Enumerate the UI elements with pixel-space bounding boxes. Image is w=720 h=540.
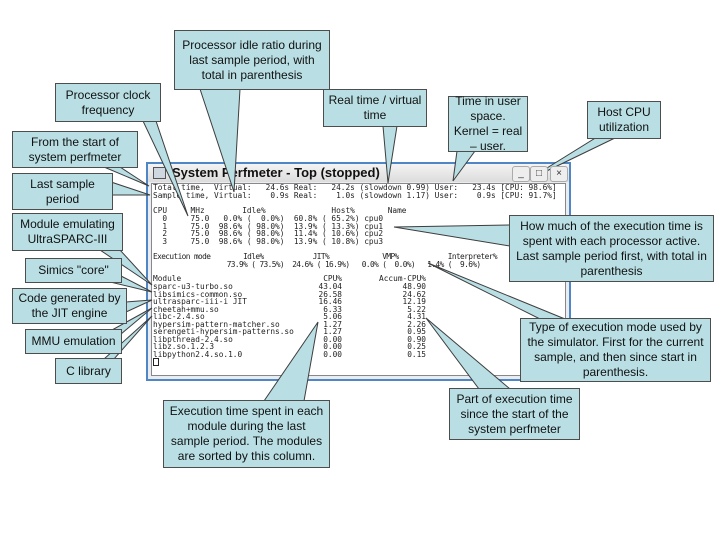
pointer-accum-time bbox=[425, 317, 512, 390]
pointer-user-time bbox=[452, 150, 476, 182]
module-cpu-percent: 0.00 bbox=[323, 342, 342, 351]
module-cpu-percent: 16.46 bbox=[318, 297, 342, 306]
callout-jit-code: Code generated by the JIT engine bbox=[12, 288, 127, 324]
maximize-button[interactable]: □ bbox=[530, 166, 548, 182]
minimize-button[interactable]: _ bbox=[512, 166, 530, 182]
callout-clock: Processor clock frequency bbox=[55, 83, 161, 122]
module-accum-cpu-percent: 2.26 bbox=[407, 319, 426, 329]
callout-from-start: From the start of system perfmeter bbox=[12, 131, 138, 168]
callout-last-sample: Last sample period bbox=[12, 173, 113, 210]
module-accum-cpu-percent: 48.90 bbox=[402, 282, 426, 291]
callout-user-time: Time in user space. Kernel = real – user… bbox=[448, 94, 528, 153]
module-cpu-percent: 1.27 bbox=[323, 327, 342, 336]
exec-mode-header: Execution mode Idle% JIT% VMP% Interpret… bbox=[153, 252, 498, 261]
module-name: libpthread-2.4.so bbox=[153, 334, 233, 344]
callout-processor-active: How much of the execution time is spent … bbox=[509, 215, 714, 282]
module-accum-cpu-percent: 0.95 bbox=[407, 327, 426, 336]
module-accum-cpu-percent: 5.22 bbox=[407, 304, 426, 314]
total-time-line: Total time, Virtual: 24.6s Real: 24.2s (… bbox=[153, 183, 557, 192]
callout-module-exec-time: Execution time spent in each module duri… bbox=[163, 400, 330, 468]
accum-col-header: Accum-CPU% bbox=[379, 274, 426, 283]
perfmeter-window: System Perfmeter - Top (stopped) _ □ × bbox=[146, 162, 571, 381]
sample-time-line: Sample time, Virtual: 0.9s Real: 1.0s (s… bbox=[153, 191, 557, 200]
title-bar[interactable]: System Perfmeter - Top (stopped) _ □ × bbox=[148, 164, 569, 182]
module-accum-cpu-percent: 0.25 bbox=[407, 342, 426, 351]
cpu-table-header: CPU MHz Idle% Host% Name bbox=[153, 206, 407, 215]
module-accum-cpu-percent: 4.31 bbox=[407, 312, 426, 321]
pointer-processor-active bbox=[393, 224, 511, 247]
module-name: sparc-u3-turbo.so bbox=[153, 282, 233, 291]
module-cpu-percent: 0.00 bbox=[323, 349, 342, 359]
callout-exec-mode-type: Type of execution mode used by the simul… bbox=[520, 318, 711, 382]
app-icon bbox=[153, 167, 166, 179]
callout-simics-core: Simics "core" bbox=[25, 258, 122, 283]
callout-idle-ratio: Processor idle ratio during last sample … bbox=[174, 30, 330, 90]
terminal-cursor bbox=[153, 358, 159, 366]
window-title: System Perfmeter - Top (stopped) bbox=[172, 165, 380, 180]
terminal-output bbox=[151, 183, 566, 376]
cpu-row: 0 75.0 0.0% ( 0.0%) 60.8% ( 65.2%) cpu0 bbox=[153, 214, 384, 223]
callout-accum-time: Part of execution time since the start o… bbox=[449, 388, 580, 440]
pointer-module-exec-time bbox=[263, 321, 319, 402]
pointer-real-virtual bbox=[382, 125, 398, 184]
module-cpu-percent: 43.04 bbox=[318, 282, 342, 291]
module-accum-cpu-percent: 0.15 bbox=[407, 349, 426, 359]
module-name: libsimics-common.so bbox=[153, 289, 243, 299]
module-accum-cpu-percent: 24.62 bbox=[402, 289, 426, 299]
module-name: serengeti-hypersim-patterns.so bbox=[153, 327, 294, 336]
module-cpu-percent: 26.58 bbox=[318, 289, 342, 299]
module-accum-cpu-percent: 12.19 bbox=[402, 297, 426, 306]
cpu-row: 1 75.0 98.6% ( 98.0%) 13.9% ( 13.3%) cpu… bbox=[153, 221, 384, 231]
module-name: libpython2.4.so.1.0 bbox=[153, 349, 243, 359]
callout-module-ultrasparc: Module emulating UltraSPARC-III bbox=[12, 213, 123, 251]
module-name: hypersim-pattern-matcher.so bbox=[153, 319, 280, 329]
close-button[interactable]: × bbox=[550, 166, 568, 182]
module-accum-cpu-percent: 0.90 bbox=[407, 334, 426, 344]
module-cpu-percent: 6.33 bbox=[323, 304, 342, 314]
callout-host-cpu: Host CPU utilization bbox=[587, 101, 661, 139]
cpu-row: 3 75.0 98.6% ( 98.0%) 13.9% ( 10.8%) cpu… bbox=[153, 236, 384, 246]
module-cpu-percent: 5.06 bbox=[323, 312, 342, 321]
pointer-idle-ratio bbox=[199, 88, 241, 193]
pointer-clock bbox=[142, 120, 189, 217]
module-cpu-percent: 0.00 bbox=[323, 334, 342, 344]
module-name: cheetah+mmu.so bbox=[153, 304, 219, 314]
exec-mode-values: 73.9% ( 73.5%) 24.6% ( 16.9%) 0.0% ( 0.0… bbox=[153, 259, 481, 269]
callout-real-virtual: Real time / virtual time bbox=[323, 89, 427, 127]
module-name: libz.so.1.2.3 bbox=[153, 342, 215, 351]
callout-mmu: MMU emulation bbox=[25, 329, 122, 354]
callout-c-library: C library bbox=[55, 358, 122, 384]
module-col-header: Module bbox=[153, 274, 182, 283]
cpu-col-header: CPU% bbox=[323, 274, 342, 283]
module-name: libc-2.4.so bbox=[153, 312, 205, 321]
module-name: ultrasparc-iii-i JIT bbox=[153, 297, 247, 306]
module-cpu-percent: 1.27 bbox=[323, 319, 342, 329]
cpu-row: 2 75.0 98.6% ( 98.0%) 11.4% ( 10.6%) cpu… bbox=[153, 229, 384, 238]
